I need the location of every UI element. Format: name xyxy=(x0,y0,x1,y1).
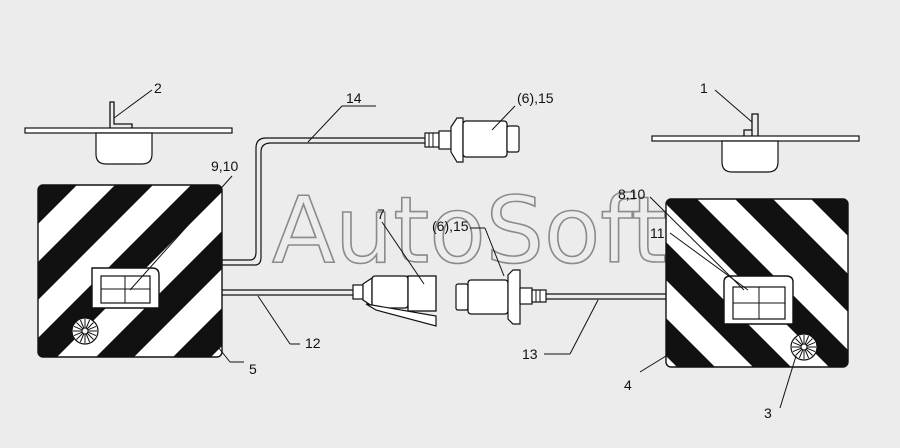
watermark-text: AutoSoft xyxy=(272,177,667,284)
callout-12: 12 xyxy=(305,335,321,351)
callout-4: 4 xyxy=(624,377,632,393)
callout-1: 1 xyxy=(700,80,708,96)
callout-14: 14 xyxy=(346,90,362,106)
callout-8-10: 8,10 xyxy=(618,186,645,202)
cable-12 xyxy=(222,289,353,296)
callout-2: 2 xyxy=(154,80,162,96)
callout-3: 3 xyxy=(764,405,772,421)
connector-7 xyxy=(352,275,437,327)
callout-6-15-mid: (6),15 xyxy=(432,218,469,234)
callout-6-15-top: (6),15 xyxy=(517,90,554,106)
middle-connector-plug xyxy=(455,269,547,325)
callout-9-10: 9,10 xyxy=(211,158,238,174)
callout-13: 13 xyxy=(522,346,538,362)
right-reflector-rosette xyxy=(790,333,818,361)
left-reflector-rosette xyxy=(71,317,99,345)
callout-7: 7 xyxy=(377,206,385,222)
cable-14 xyxy=(222,137,425,266)
callout-5: 5 xyxy=(249,361,257,377)
cable-13 xyxy=(546,293,666,300)
leader-lines xyxy=(113,89,797,409)
callout-11: 11 xyxy=(650,225,665,241)
left-mounting-bracket xyxy=(24,101,233,165)
right-mounting-bracket xyxy=(651,113,860,173)
right-marker-lamp xyxy=(723,275,794,325)
left-marker-lamp xyxy=(91,267,160,309)
top-connector-plug xyxy=(424,117,520,163)
